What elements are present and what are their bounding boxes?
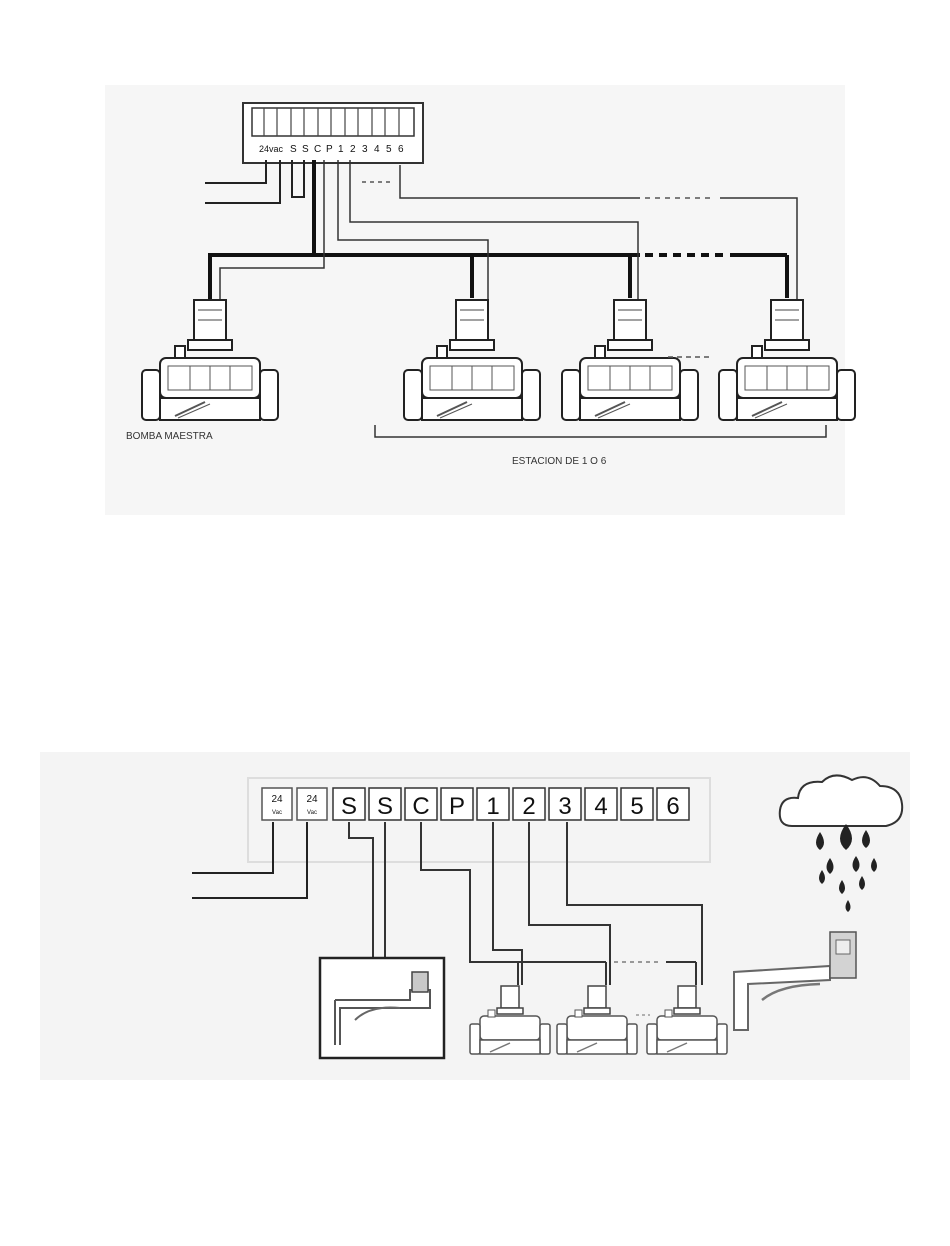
terminal-label-2: 2 <box>350 144 356 155</box>
terminal-label-6: 6 <box>398 144 404 155</box>
terminal-label-3: 3 <box>362 144 368 155</box>
terminal-label-p: P <box>326 144 333 155</box>
master-valve-label: BOMBA MAESTRA <box>126 431 213 442</box>
terminal-2: 2 <box>522 793 535 820</box>
terminal-s2: S <box>377 793 393 820</box>
terminal-p: P <box>449 793 465 820</box>
svg-text:Vac: Vac <box>307 810 317 816</box>
terminal-label-1: 1 <box>338 144 344 155</box>
terminal-label-24vac: 24vac <box>259 144 284 154</box>
terminal-label-c: C <box>314 144 321 155</box>
terminal-24vac-2: 24 Vac <box>297 788 327 820</box>
diagram-2-rain-sensor-wiring: 24 Vac 24 Vac S S C P 1 2 <box>40 752 910 1080</box>
sensor-master-box <box>320 958 444 1058</box>
terminal-s1: S <box>341 793 357 820</box>
terminal-6: 6 <box>666 793 679 820</box>
terminal-4: 4 <box>594 793 607 820</box>
svg-text:24: 24 <box>271 794 283 805</box>
svg-text:Vac: Vac <box>272 810 282 816</box>
terminal-3: 3 <box>558 793 571 820</box>
terminal-label-s2: S <box>302 144 309 155</box>
terminal-label-5: 5 <box>386 144 392 155</box>
terminal-1: 1 <box>486 793 499 820</box>
terminal-5: 5 <box>630 793 643 820</box>
controller-terminal-strip: 24vac S S C P 1 2 3 4 5 6 <box>243 103 423 163</box>
terminal-24vac-1: 24 Vac <box>262 788 292 820</box>
terminal-label-4: 4 <box>374 144 380 155</box>
stations-label: ESTACION DE 1 O 6 <box>512 456 607 467</box>
terminal-c: C <box>412 793 429 820</box>
diagram-1-station-wiring: 24vac S S C P 1 2 3 4 5 6 <box>105 85 855 515</box>
terminal-label-s1: S <box>290 144 297 155</box>
svg-text:24: 24 <box>306 794 318 805</box>
